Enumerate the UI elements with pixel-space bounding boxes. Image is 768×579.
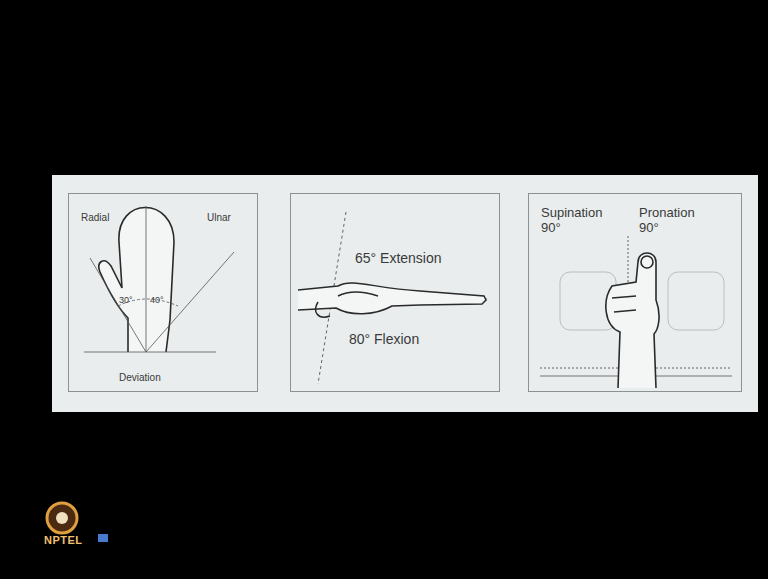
- panel-label: Supination 90°: [541, 206, 617, 236]
- flexion-hand: [298, 283, 486, 317]
- panel-label: 80° Flexion: [349, 331, 419, 347]
- panel-label: 40°: [150, 295, 164, 305]
- panel-ground: [52, 175, 758, 412]
- deviation-guides: [84, 206, 234, 352]
- panel-label: Radial: [81, 212, 109, 224]
- logo-text: NPTEL: [44, 534, 83, 546]
- deviation-hand: [99, 208, 174, 353]
- panel-label: 65° Extension: [355, 250, 442, 266]
- illustration-panel: Radial Ulnar 30° 40° Deviation: [68, 193, 258, 392]
- rotation-hand: [606, 253, 659, 388]
- panel-label: Deviation: [119, 372, 161, 384]
- panel-label: Ulnar: [207, 212, 231, 224]
- illustration-panel: 65° Extension 80° Flexion: [290, 193, 500, 392]
- panel-label: 30°: [119, 295, 133, 305]
- panel-label: Pronation 90°: [639, 206, 709, 236]
- illustration-panel: Supination 90° Pronation 90°: [528, 193, 742, 392]
- flexion-guides: [298, 212, 488, 384]
